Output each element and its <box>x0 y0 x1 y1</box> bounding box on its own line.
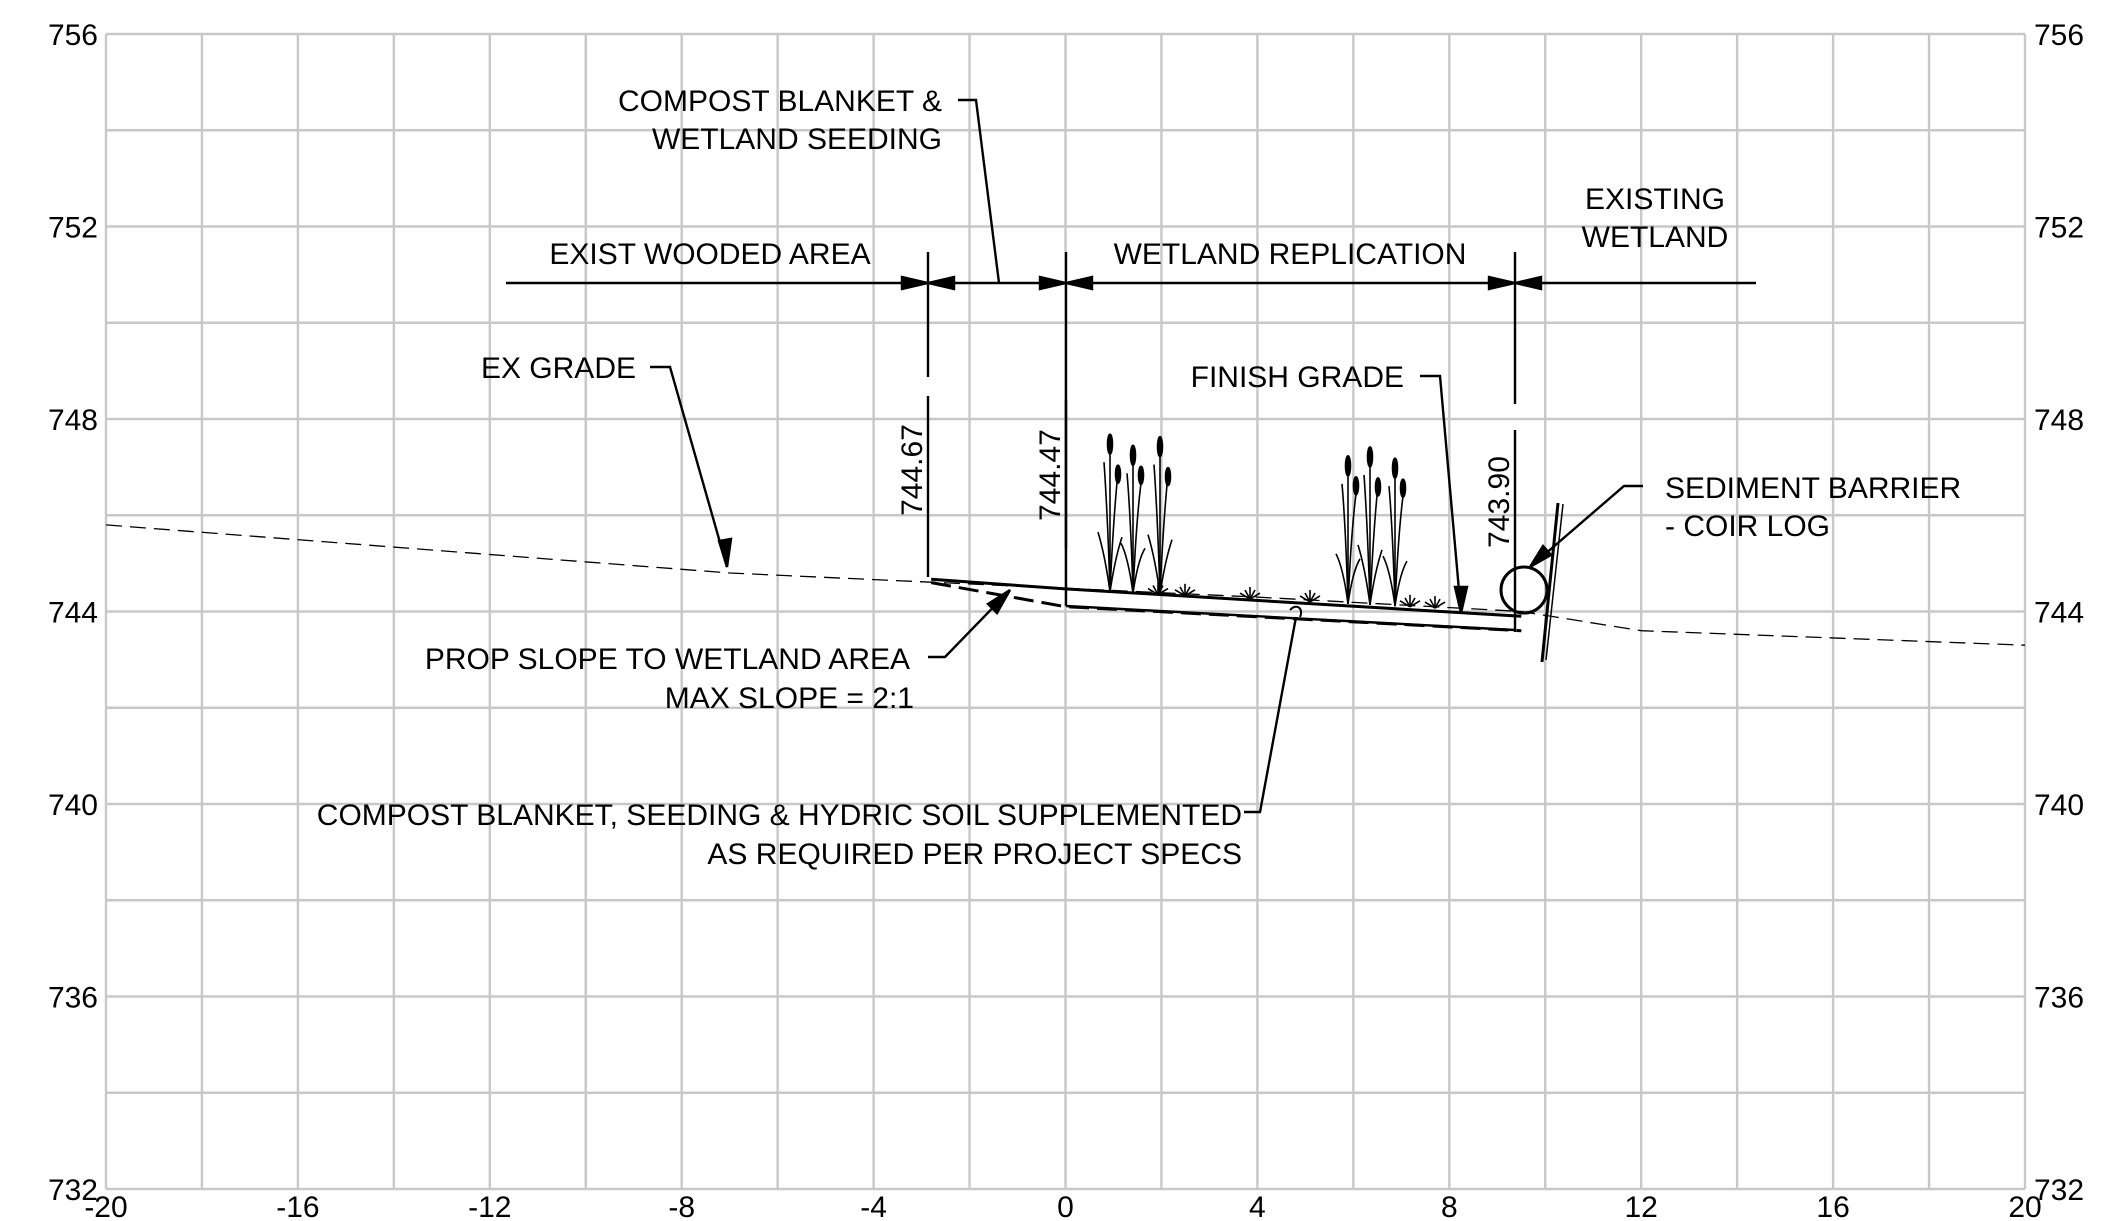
existing-grade-line <box>105 524 2026 646</box>
y-axis-ticks-left: 756 752 748 744 740 736 732 <box>48 19 98 1207</box>
grass-tuft <box>1239 587 1261 600</box>
grass-tuft <box>1174 583 1196 597</box>
x-axis-ticks: -20 -16 -12 -8 -4 0 4 8 12 16 20 <box>84 1191 2041 1221</box>
y-tick-label-right: 752 <box>2034 212 2084 245</box>
label-prop-slope-1: PROP SLOPE TO WETLAND AREA <box>425 643 910 676</box>
grass-tuft <box>1147 582 1169 596</box>
elevation-markers <box>926 396 1517 632</box>
elevation-743-90: 743.90 <box>1483 456 1516 548</box>
annotation-labels: COMPOST BLANKET & WETLAND SEEDING EXIST … <box>317 85 1961 871</box>
y-tick-label-right: 740 <box>2034 789 2084 822</box>
y-tick-label-right: 748 <box>2034 404 2084 437</box>
reed-plant <box>1382 457 1408 607</box>
coir-log <box>1499 502 1564 663</box>
wetland-plants <box>1097 433 1446 609</box>
y-tick-label-right: 736 <box>2034 982 2084 1015</box>
x-tick-label: 8 <box>1441 1191 1458 1221</box>
y-tick-label-left: 744 <box>48 597 98 630</box>
reed-plant <box>1335 455 1361 604</box>
elevation-744-67: 744.67 <box>896 424 929 516</box>
reed-plant <box>1097 433 1123 593</box>
label-compost-blanket-1: COMPOST BLANKET & <box>618 85 942 118</box>
x-tick-label: 12 <box>1625 1191 1658 1221</box>
subgrade-line <box>930 581 1522 633</box>
y-tick-label-right: 744 <box>2034 597 2084 630</box>
reed-plant <box>1357 446 1383 606</box>
label-existing-wetland-2: WETLAND <box>1582 221 1729 254</box>
label-sediment-2: - COIR LOG <box>1665 510 1830 543</box>
label-hydric-2: AS REQUIRED PER PROJECT SPECS <box>707 838 1242 871</box>
label-existing-wetland-1: EXISTING <box>1585 183 1725 216</box>
leader-lines <box>650 98 1643 814</box>
label-ex-grade: EX GRADE <box>481 352 636 385</box>
label-compost-blanket-2: WETLAND SEEDING <box>652 123 942 156</box>
label-finish-grade: FINISH GRADE <box>1191 361 1404 394</box>
label-exist-wooded: EXIST WOODED AREA <box>549 238 870 271</box>
y-tick-label-left: 748 <box>48 404 98 437</box>
x-tick-label: 20 <box>2008 1191 2041 1221</box>
y-tick-label-right: 732 <box>2034 1174 2084 1207</box>
x-tick-label: 0 <box>1057 1191 1074 1221</box>
label-hydric-1: COMPOST BLANKET, SEEDING & HYDRIC SOIL S… <box>317 799 1242 832</box>
y-axis-ticks-right: 756 752 748 744 740 736 732 <box>2034 19 2084 1207</box>
label-prop-slope-2: MAX SLOPE = 2:1 <box>665 682 914 715</box>
grass-tuft <box>1424 596 1446 609</box>
label-sediment-1: SEDIMENT BARRIER <box>1665 472 1961 505</box>
grass-tuft <box>1399 594 1421 608</box>
reed-plant <box>1120 444 1146 594</box>
y-tick-label-left: 732 <box>48 1174 98 1207</box>
grass-tuft <box>1299 589 1321 603</box>
grid <box>104 32 2027 1191</box>
y-tick-label-left: 740 <box>48 789 98 822</box>
y-tick-label-left: 756 <box>48 19 98 52</box>
x-tick-label: -12 <box>468 1191 511 1221</box>
x-tick-label: -20 <box>84 1191 127 1221</box>
x-tick-label: -16 <box>276 1191 319 1221</box>
y-tick-label-right: 756 <box>2034 19 2084 52</box>
x-tick-label: -8 <box>668 1191 695 1221</box>
zone-dimension-line <box>506 252 1756 548</box>
y-tick-label-left: 752 <box>48 212 98 245</box>
y-tick-label-left: 736 <box>48 982 98 1015</box>
x-tick-label: 16 <box>1816 1191 1849 1221</box>
label-wetland-replication: WETLAND REPLICATION <box>1114 238 1467 271</box>
elevation-744-47: 744.47 <box>1034 429 1067 521</box>
x-tick-label: -4 <box>860 1191 887 1221</box>
x-tick-label: 4 <box>1249 1191 1266 1221</box>
